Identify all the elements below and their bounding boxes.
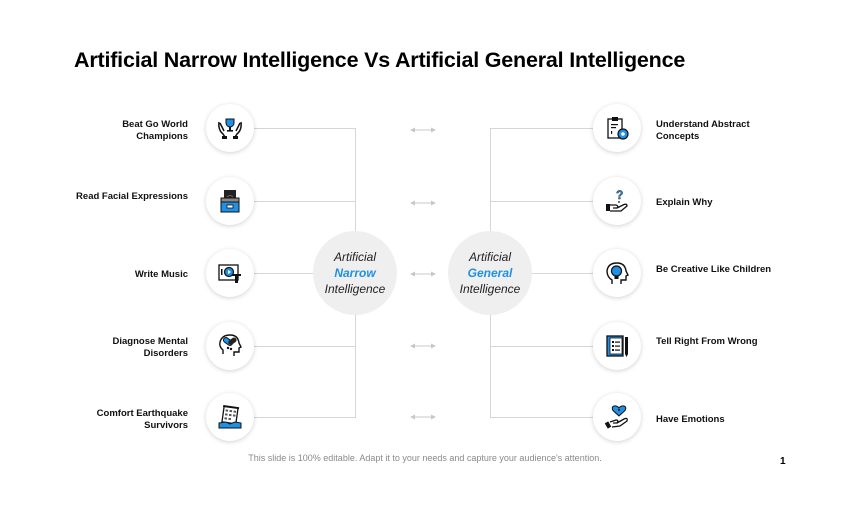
hub-narrow-line1: Artificial <box>333 250 376 264</box>
general-item-5-label: Have Emotions <box>656 414 725 425</box>
connector-left-trunk-top <box>355 128 356 232</box>
head-lightbulb-icon <box>606 262 629 284</box>
general-item-2-icon-circle: ? <box>593 177 641 225</box>
hub-general-intelligence: Artificial General Intelligence <box>448 231 532 315</box>
hand-heart-icon <box>604 405 628 429</box>
double-arrow-icon <box>410 200 436 206</box>
page-number: 1 <box>780 456 786 467</box>
notebook-pen-icon <box>606 335 628 357</box>
connector-right-row-3 <box>531 273 593 274</box>
svg-text:?: ? <box>616 188 623 202</box>
connector-left-row-5 <box>254 417 355 418</box>
connector-left-row-2 <box>254 201 355 202</box>
narrow-item-4-label: Diagnose Mental Disorders <box>112 336 189 359</box>
connector-right-row-2 <box>490 201 593 202</box>
double-arrow-icon <box>410 127 436 133</box>
narrow-item-5-label: Comfort Earthquake Survivors <box>96 408 188 431</box>
general-item-1-label: Understand Abstract Concepts <box>656 119 750 142</box>
trophy-hands-icon <box>218 118 242 139</box>
narrow-item-3-label: Write Music <box>134 269 188 280</box>
general-item-4-icon-circle <box>593 322 641 370</box>
narrow-item-4-icon-circle <box>206 322 254 370</box>
connector-right-trunk-top <box>490 128 491 232</box>
connector-right-trunk-bottom <box>490 314 491 418</box>
general-item-2-label: Explain Why <box>656 197 713 208</box>
connector-right-row-1 <box>490 128 593 129</box>
general-item-3-icon-circle <box>593 249 641 297</box>
connector-left-row-3 <box>254 273 314 274</box>
narrow-item-1-icon-circle <box>206 104 254 152</box>
double-arrow-icon <box>410 343 436 349</box>
connector-left-row-1 <box>254 128 355 129</box>
footer-note: This slide is 100% editable. Adapt it to… <box>248 453 602 463</box>
connector-right-row-5 <box>490 417 593 418</box>
connector-left-row-4 <box>254 346 355 347</box>
narrow-item-2-icon-circle <box>206 177 254 225</box>
general-item-4-label: Tell Right From Wrong <box>656 336 758 347</box>
sad-face-box-icon <box>220 190 240 213</box>
hand-question-icon: ? <box>606 188 628 212</box>
slide-title: Artificial Narrow Intelligence Vs Artifi… <box>74 48 686 72</box>
general-item-1-icon-circle <box>593 104 641 152</box>
narrow-item-5-icon-circle <box>206 393 254 441</box>
double-arrow-icon <box>410 271 436 277</box>
hub-narrow-intelligence: Artificial Narrow Intelligence <box>313 231 397 315</box>
hub-narrow-line2: Narrow <box>334 266 376 280</box>
general-item-3-label: Be Creative Like Children <box>656 264 772 275</box>
hub-narrow-line3: Intelligence <box>324 282 386 296</box>
collapsed-building-icon <box>218 404 242 429</box>
double-arrow-icon <box>410 414 436 420</box>
hub-general-line2: General <box>467 266 513 280</box>
hub-general-line3: Intelligence <box>459 282 521 296</box>
narrow-item-1-label: Beat Go World Champions <box>122 119 188 142</box>
head-pills-icon <box>219 334 242 356</box>
general-item-5-icon-circle <box>593 393 641 441</box>
clipboard-gear-icon <box>607 117 629 140</box>
narrow-item-2-label: Read Facial Expressions <box>76 191 188 202</box>
narrow-item-3-icon-circle <box>206 249 254 297</box>
connector-right-row-4 <box>490 346 593 347</box>
hub-general-line1: Artificial <box>468 250 511 264</box>
connector-left-trunk-bottom <box>355 314 356 418</box>
music-player-icon <box>218 264 241 283</box>
